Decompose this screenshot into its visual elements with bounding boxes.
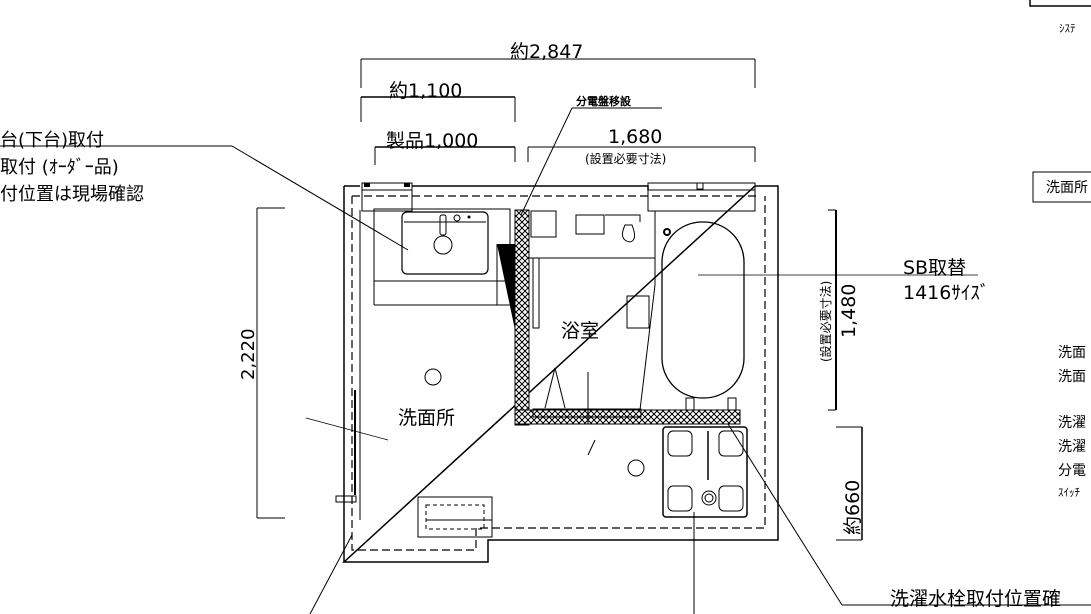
room-label-washroom: 洗面所 bbox=[398, 407, 456, 429]
dim-bath-width-note: (設置必要寸法) bbox=[585, 152, 667, 166]
washroom-interior bbox=[305, 368, 645, 538]
dim-bath-depth-note: (設置必要寸法) bbox=[819, 280, 833, 362]
right-panel-title: ｼｽﾃ bbox=[1059, 22, 1076, 35]
dim-bath-depth-label: 1,480 bbox=[838, 283, 860, 338]
right-panel-section-box bbox=[1032, 171, 1091, 203]
right-panel-item: 分電 bbox=[1058, 463, 1086, 479]
dimension-washroom-depth bbox=[256, 207, 285, 519]
vanity-note-2: 取付 (ｵｰﾀﾞｰ品) bbox=[0, 157, 119, 178]
dimension-bath-depth bbox=[828, 209, 837, 411]
window-washroom bbox=[361, 182, 413, 212]
washer-faucet-label: 洗濯水栓取付位置確 bbox=[890, 588, 1062, 610]
vanity-unit bbox=[373, 208, 520, 306]
outer-walls bbox=[342, 185, 779, 563]
dim-overall-label: 約2,847 bbox=[510, 41, 584, 63]
dim-vanity-zone-label: 約1,100 bbox=[389, 80, 463, 102]
dim-vanity-product-label: 製品1,000 bbox=[386, 130, 479, 152]
room-label-bathroom: 浴室 bbox=[561, 320, 600, 342]
dimension-washer-depth bbox=[836, 426, 863, 541]
dim-bath-width-label: 1,680 bbox=[608, 126, 663, 148]
right-panel-item: 洗面 bbox=[1058, 345, 1086, 361]
dimension-bath-width bbox=[527, 146, 756, 162]
right-panel-section: 洗面所 bbox=[1046, 180, 1088, 196]
bathroom-interior bbox=[529, 210, 671, 424]
panel-relocation-label: 分電盤移設 bbox=[576, 95, 631, 108]
bath-size-label: 1416ｻｲｽﾞ bbox=[903, 282, 990, 304]
title-frame bbox=[1029, 0, 1091, 7]
vanity-note-3: 付位置は現場確認 bbox=[0, 184, 144, 205]
right-panel-item: 洗濯 bbox=[1058, 439, 1086, 455]
dimension-vanity-zone bbox=[360, 96, 516, 122]
dim-washer-depth-label: 約660 bbox=[842, 479, 864, 535]
dim-washroom-depth-label: 2,220 bbox=[238, 328, 259, 380]
window-bathroom bbox=[647, 182, 756, 212]
washer-pan bbox=[662, 426, 748, 518]
dimension-overall bbox=[360, 58, 756, 88]
right-panel-item: 洗面 bbox=[1058, 369, 1086, 385]
right-panel-item: 洗濯 bbox=[1058, 415, 1086, 431]
distribution-panel bbox=[497, 244, 515, 330]
bathtub bbox=[661, 221, 745, 411]
leader-lines bbox=[0, 107, 1091, 614]
right-panel-item: ｽｲｯﾁ bbox=[1058, 486, 1080, 499]
dimension-vanity-product bbox=[374, 146, 516, 165]
vanity-note-1: 台(下台)取付 bbox=[0, 130, 105, 151]
bath-replace-label: SB取替 bbox=[903, 257, 967, 279]
